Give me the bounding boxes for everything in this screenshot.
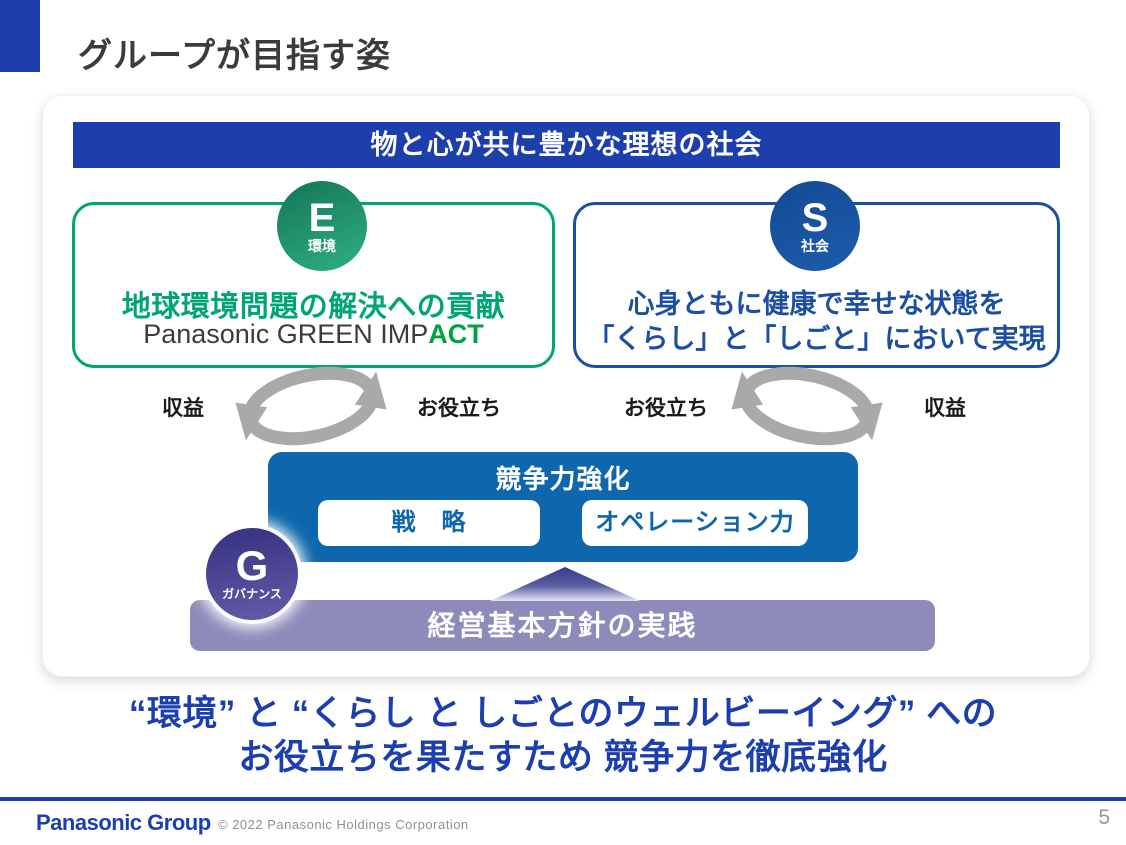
upward-triangle-icon bbox=[490, 567, 640, 601]
footer-divider bbox=[0, 797, 1126, 801]
society-badge-icon: S 社会 bbox=[770, 181, 860, 271]
panasonic-group-logo: Panasonic Group bbox=[36, 810, 211, 835]
key-message-line2: お役立ちを果たすため 競争力を徹底強化 bbox=[238, 738, 888, 777]
society-text-line1: 心身ともに健康で幸せな状態を bbox=[627, 289, 1006, 319]
society-badge-letter: S bbox=[801, 196, 829, 240]
cycle-arrow-left-icon bbox=[222, 350, 400, 462]
key-message: “環境” と “くらし と しごとのウェルビーイング” への お役立ちを果たすた… bbox=[0, 692, 1126, 780]
environment-subheading-prefix: Panasonic GREEN IMP bbox=[143, 319, 429, 349]
environment-badge-label: 環境 bbox=[308, 238, 336, 254]
page-number: 5 bbox=[1098, 806, 1110, 829]
key-message-line1: “環境” と “くらし と しごとのウェルビーイング” への bbox=[128, 694, 998, 733]
competitiveness-title: 競争力強化 bbox=[495, 464, 631, 494]
governance-badge-label: ガバナンス bbox=[222, 587, 282, 601]
environment-badge-icon: E 環境 bbox=[277, 181, 367, 271]
contribution-label-right: お役立ち bbox=[624, 397, 708, 420]
environment-subheading-highlight: ACT bbox=[428, 319, 484, 349]
page-title: グループが目指す姿 bbox=[78, 37, 391, 75]
profit-label-left: 収益 bbox=[162, 397, 204, 420]
title-accent-block bbox=[0, 0, 40, 72]
ideal-society-banner: 物と心が共に豊かな理想の社会 bbox=[73, 122, 1060, 168]
profit-label-right: 収益 bbox=[924, 397, 966, 420]
cycle-arrow-right-icon bbox=[718, 350, 896, 462]
society-text-line2: 「くらし」と「しごと」において実現 bbox=[587, 324, 1046, 354]
governance-badge-icon: G ガバナンス bbox=[206, 528, 298, 620]
society-text: 心身ともに健康で幸せな状態を 「くらし」と「しごと」において実現 bbox=[573, 287, 1060, 357]
strategy-chip: 戦 略 bbox=[318, 500, 540, 546]
foundation-bar: 経営基本方針の実践 bbox=[190, 600, 935, 651]
society-badge-label: 社会 bbox=[801, 238, 829, 254]
environment-badge-letter: E bbox=[308, 196, 336, 240]
environment-heading: 地球環境問題の解決への貢献 bbox=[121, 291, 506, 323]
operations-chip: オペレーション力 bbox=[582, 500, 808, 546]
environment-subheading: Panasonic GREEN IMPACT bbox=[72, 319, 555, 350]
copyright-text: © 2022 Panasonic Holdings Corporation bbox=[218, 817, 469, 832]
governance-badge-letter: G bbox=[235, 542, 269, 589]
contribution-label-left: お役立ち bbox=[417, 397, 501, 420]
